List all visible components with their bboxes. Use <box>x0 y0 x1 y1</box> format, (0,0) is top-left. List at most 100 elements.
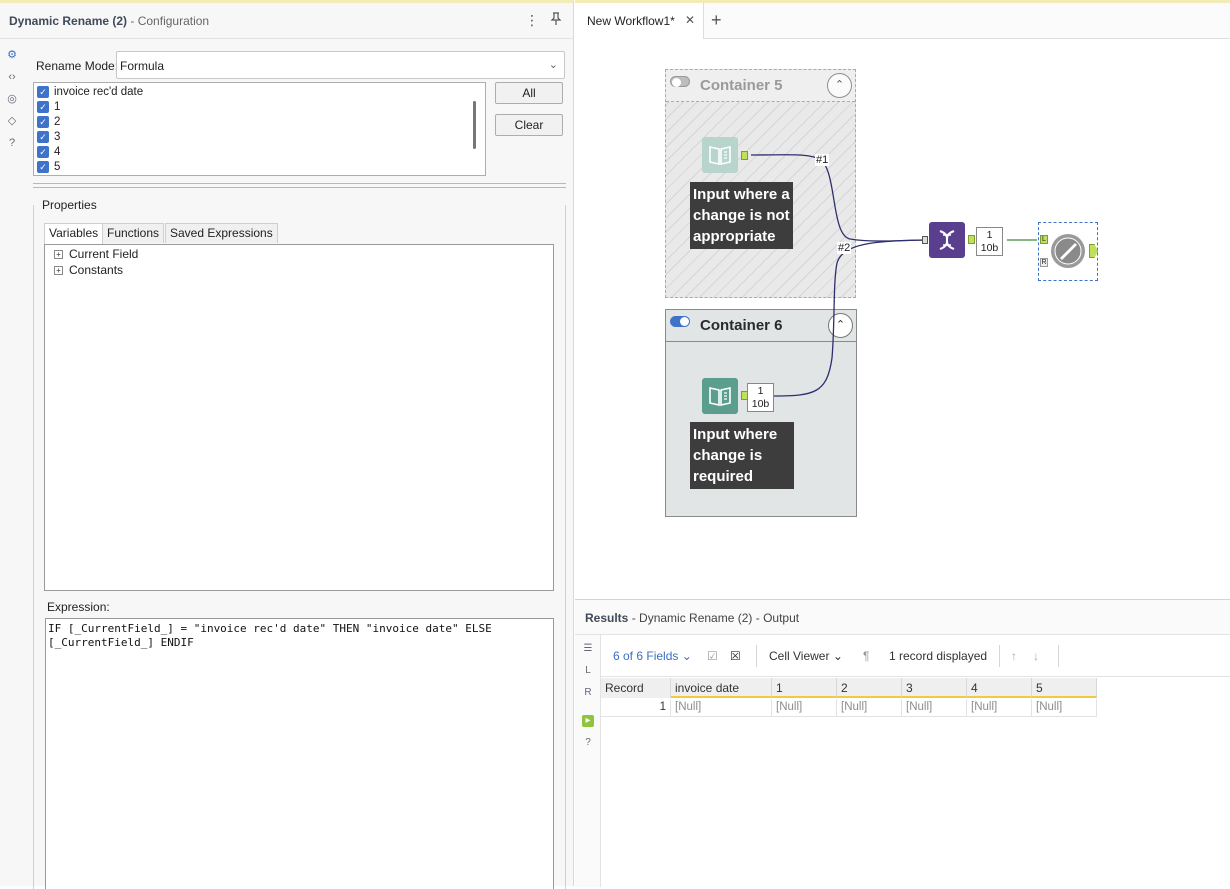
left-input-anchor[interactable]: L <box>1040 235 1048 244</box>
select-all-icon[interactable]: ☑ <box>707 649 718 663</box>
pilcrow-icon[interactable]: ¶ <box>863 649 870 663</box>
column-header[interactable]: invoice date <box>671 678 772 698</box>
checkbox-checked-icon[interactable]: ✓ <box>37 100 49 113</box>
collapse-icon[interactable]: ⌃ <box>827 73 852 98</box>
close-icon[interactable]: ✕ <box>684 13 695 27</box>
column-header[interactable]: 2 <box>837 678 902 698</box>
records-displayed: 1 record displayed <box>889 649 988 663</box>
checkbox-checked-icon[interactable]: ✓ <box>37 115 49 128</box>
tab-saved-expressions[interactable]: Saved Expressions <box>165 223 278 243</box>
table-cell-record[interactable]: 1 <box>601 699 671 717</box>
column-header[interactable]: 4 <box>967 678 1032 698</box>
output-tool[interactable] <box>1049 232 1087 270</box>
column-header[interactable]: 3 <box>902 678 967 698</box>
field-label: 1 <box>54 101 61 113</box>
configuration-gear-icon[interactable]: ⚙ <box>7 49 17 61</box>
more-options-icon[interactable]: ⋮ <box>525 12 539 28</box>
rename-mode-dropdown[interactable]: Formula ⌄ <box>116 51 565 79</box>
expand-icon[interactable]: + <box>54 266 63 276</box>
chevron-down-icon: ⌄ <box>681 649 692 663</box>
collapse-icon[interactable]: ⌃ <box>828 313 853 338</box>
tree-item-current-field[interactable]: +Current Field <box>54 247 138 261</box>
help-icon[interactable]: ? <box>8 137 16 149</box>
checkbox-checked-icon[interactable]: ✓ <box>37 130 49 143</box>
fields-selector-label: 6 of 6 Fields <box>613 649 679 663</box>
table-cell[interactable]: [Null] <box>671 699 772 717</box>
cell-viewer-dropdown[interactable]: Cell Viewer ⌄ <box>769 649 843 663</box>
checkbox-checked-icon[interactable]: ✓ <box>37 145 49 158</box>
field-item[interactable]: ✓1 <box>37 100 60 115</box>
expand-icon[interactable]: + <box>54 250 63 260</box>
input-anchor[interactable] <box>922 236 928 244</box>
list-icon[interactable]: ☰ <box>583 643 593 654</box>
output-anchor[interactable] <box>1089 244 1098 258</box>
workflow-tabbar: New Workflow1* ✕ + <box>575 3 1230 39</box>
table-cell[interactable]: [Null] <box>967 699 1032 717</box>
container-title: Container 5 <box>700 77 783 94</box>
checkbox-checked-icon[interactable]: ✓ <box>37 160 49 173</box>
column-header-record[interactable]: Record <box>601 678 671 698</box>
field-list-scrollbar[interactable] <box>473 101 476 149</box>
input-data-tool[interactable] <box>702 378 738 414</box>
tab-variables[interactable]: Variables <box>44 223 104 244</box>
arrow-up-icon[interactable]: ↑ <box>1011 649 1017 663</box>
right-anchor-icon[interactable]: R <box>584 687 592 698</box>
column-header[interactable]: 5 <box>1032 678 1097 698</box>
table-cell[interactable]: [Null] <box>837 699 902 717</box>
tag-icon[interactable]: ◇ <box>7 115 17 127</box>
field-label: 3 <box>54 131 61 143</box>
container-toggle[interactable] <box>670 76 690 87</box>
table-cell[interactable]: [Null] <box>772 699 837 717</box>
container-toggle[interactable] <box>670 316 690 327</box>
rename-mode-value: Formula <box>120 59 165 73</box>
field-item[interactable]: ✓5 <box>37 160 60 175</box>
field-item[interactable]: ✓4 <box>37 145 60 160</box>
cell-viewer-label: Cell Viewer <box>769 649 830 663</box>
configuration-header: Dynamic Rename (2) - Configuration ⋮ <box>0 3 574 39</box>
clear-button[interactable]: Clear <box>495 114 563 136</box>
output-anchor-icon[interactable]: ▸ <box>582 715 594 727</box>
annotation-icon[interactable]: ◎ <box>7 93 17 105</box>
connection-label: #2 <box>837 242 852 254</box>
add-tab-icon[interactable]: + <box>711 10 722 30</box>
field-item[interactable]: ✓2 <box>37 115 60 130</box>
output-anchor[interactable] <box>968 235 975 244</box>
select-all-button[interactable]: All <box>495 82 563 104</box>
deselect-icon[interactable]: ☒ <box>730 649 741 663</box>
field-label: 4 <box>54 146 61 158</box>
output-anchor[interactable] <box>741 151 748 160</box>
checkbox-checked-icon[interactable]: ✓ <box>37 85 49 98</box>
dynamic-rename-tool[interactable] <box>929 222 965 258</box>
record-count: 1 <box>986 229 993 241</box>
comment-box[interactable]: Input where a change is not appropriate <box>690 182 793 249</box>
table-cell[interactable]: [Null] <box>902 699 967 717</box>
tree-item-constants[interactable]: +Constants <box>54 263 123 277</box>
chevron-down-icon: ⌄ <box>832 649 843 663</box>
fields-selector[interactable]: 6 of 6 Fields ⌄ <box>613 649 692 663</box>
field-item[interactable]: ✓3 <box>37 130 60 145</box>
workflow-tab[interactable]: New Workflow1* ✕ <box>575 3 704 39</box>
field-item[interactable]: ✓invoice rec'd date <box>37 85 143 100</box>
expression-editor[interactable]: IF [_CurrentField_] = "invoice rec'd dat… <box>45 618 554 889</box>
results-side-toolbar: ☰ L R ▸ ? <box>575 635 601 887</box>
help-icon[interactable]: ? <box>585 737 591 748</box>
workflow-canvas[interactable]: New Workflow1* ✕ + Container 5 ⌃ Contain… <box>575 0 1230 598</box>
variables-tree[interactable]: +Current Field +Constants <box>44 244 554 591</box>
configuration-panel: Dynamic Rename (2) - Configuration ⋮ ⚙ ‹… <box>0 0 574 889</box>
field-list[interactable]: ✓invoice rec'd date ✓1 ✓2 ✓3 ✓4 ✓5 <box>33 82 486 176</box>
left-anchor-icon[interactable]: L <box>585 665 591 676</box>
tab-functions[interactable]: Functions <box>102 223 165 243</box>
right-input-anchor[interactable]: R <box>1040 258 1048 267</box>
column-header[interactable]: 1 <box>772 678 837 698</box>
results-grid[interactable]: Record invoice date 1 2 3 4 5 1 [Null] [… <box>601 678 1230 887</box>
pin-icon[interactable] <box>549 12 563 28</box>
results-toolbar: 6 of 6 Fields ⌄ ☑ ☒ Cell Viewer ⌄ ¶ 1 re… <box>601 635 1230 677</box>
input-data-tool[interactable] <box>702 137 738 173</box>
connection-label: #1 <box>815 154 830 166</box>
properties-group <box>33 205 566 889</box>
comment-box[interactable]: Input where change is required <box>690 422 794 489</box>
configuration-title: Dynamic Rename (2) - Configuration <box>9 14 209 28</box>
arrow-down-icon[interactable]: ↓ <box>1033 649 1039 663</box>
code-view-icon[interactable]: ‹› <box>8 71 16 83</box>
table-cell[interactable]: [Null] <box>1032 699 1097 717</box>
